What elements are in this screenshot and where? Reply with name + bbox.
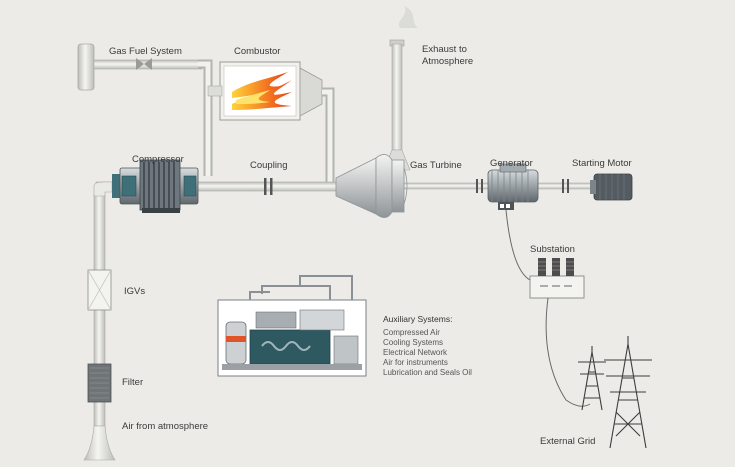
label-gas-fuel-system: Gas Fuel System	[109, 46, 182, 57]
label-exhaust-line1: Exhaust to	[422, 44, 467, 55]
label-external-grid: External Grid	[540, 436, 596, 447]
auxiliary-item: Cooling Systems	[383, 338, 444, 347]
label-gas-turbine: Gas Turbine	[410, 160, 462, 171]
label-air-from-atmosphere: Air from atmosphere	[122, 421, 209, 432]
valve-icon	[136, 58, 152, 70]
auxiliary-item: Lubrication and Seals Oil	[383, 368, 472, 377]
substation	[505, 209, 591, 407]
label-compressor: Compressor	[132, 154, 184, 165]
gas-fuel-system	[77, 43, 213, 176]
generator	[487, 163, 539, 210]
label-starting-motor: Starting Motor	[572, 158, 632, 169]
smoke-icon	[398, 6, 418, 28]
label-exhaust-line2: Atmosphere	[422, 56, 474, 67]
label-coupling: Coupling	[250, 160, 288, 171]
auxiliary-systems-title: Auxiliary Systems:	[383, 314, 453, 324]
label-igvs: IGVs	[124, 286, 146, 297]
combustor	[207, 61, 335, 186]
air-intake	[83, 181, 116, 461]
auxiliary-item: Compressed Air	[383, 328, 440, 337]
coupling-icon-2	[476, 179, 483, 193]
auxiliary-systems-list: Auxiliary Systems: Compressed Air Coolin…	[383, 314, 472, 378]
label-filter: Filter	[122, 377, 144, 388]
flame-icon	[232, 72, 292, 110]
label-combustor: Combustor	[234, 46, 281, 57]
compressor	[112, 159, 199, 213]
insulator-icon	[538, 258, 574, 276]
label-generator: Generator	[490, 158, 533, 169]
exhaust-stack	[383, 6, 418, 171]
gas-turbine	[335, 154, 408, 218]
transmission-tower-icon	[578, 336, 652, 449]
auxiliary-item: Air for instruments	[383, 358, 448, 367]
auxiliary-item: Electrical Network	[383, 348, 448, 357]
coupling-icon-3	[562, 179, 569, 193]
auxiliary-plant	[217, 275, 367, 377]
coupling-icon	[264, 178, 273, 195]
label-substation: Substation	[530, 244, 575, 255]
starting-motor	[590, 173, 633, 201]
